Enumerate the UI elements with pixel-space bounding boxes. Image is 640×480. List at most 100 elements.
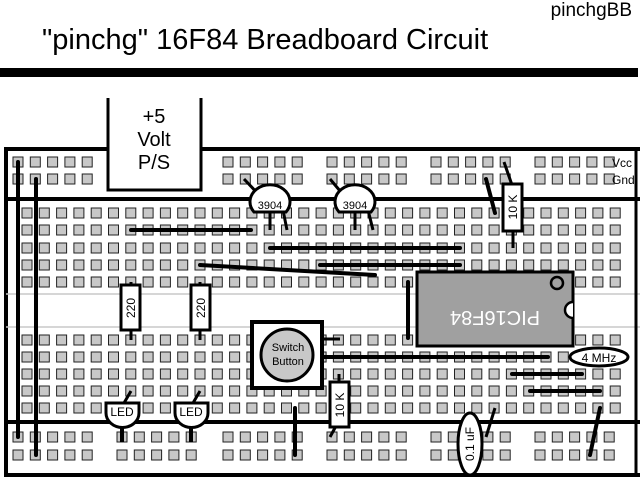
breadboard-hole [246, 276, 258, 288]
breadboard-hole [603, 431, 615, 443]
capacitor-0-1uf: 0.1 uF [456, 407, 497, 477]
breadboard-hole [315, 224, 327, 236]
breadboard-hole [81, 156, 93, 168]
breadboard-hole [586, 173, 598, 185]
breadboard-hole [419, 224, 431, 236]
breadboard-hole [534, 431, 546, 443]
resistor-label: 10 K [333, 393, 347, 418]
breadboard-hole [177, 368, 189, 380]
breadboard-hole [488, 224, 500, 236]
breadboard-hole [116, 449, 128, 461]
breadboard-hole [274, 173, 286, 185]
chip-label: PIC16F84 [450, 306, 540, 328]
breadboard-hole [465, 156, 477, 168]
transistor-3904-a: 3904 [242, 177, 292, 231]
breadboard-hole [350, 385, 362, 397]
breadboard-hole [557, 224, 569, 236]
breadboard-hole [350, 402, 362, 414]
breadboard-hole [21, 402, 33, 414]
breadboard-hole [108, 207, 119, 219]
push-switch[interactable]: Switch Button [250, 320, 340, 390]
breadboard-hole [90, 276, 102, 288]
breadboard-hole [569, 449, 581, 461]
breadboard-hole [151, 449, 163, 461]
breadboard-hole [592, 368, 604, 380]
breadboard-hole [488, 259, 500, 271]
breadboard-hole [402, 368, 414, 380]
breadboard-hole [29, 156, 41, 168]
breadboard-hole [185, 449, 197, 461]
breadboard-hole [350, 276, 362, 288]
breadboard-hole [609, 242, 621, 254]
gnd-label: Gnd [612, 173, 635, 187]
breadboard-hole [90, 242, 102, 254]
breadboard-hole [471, 259, 483, 271]
breadboard-hole [125, 207, 137, 219]
breadboard-hole [38, 242, 50, 254]
breadboard-hole [56, 276, 68, 288]
breadboard-hole [21, 368, 33, 380]
breadboard-hole [142, 259, 154, 271]
breadboard-hole [384, 368, 396, 380]
diagram-id: pinchgBB [550, 0, 632, 21]
breadboard-hole [378, 431, 390, 443]
breadboard-hole [326, 449, 338, 461]
breadboard-hole [159, 368, 171, 380]
breadboard-hole [125, 259, 137, 271]
breadboard-hole [395, 173, 407, 185]
breadboard-hole [38, 402, 50, 414]
breadboard-hole [47, 431, 59, 443]
breadboard-hole [557, 207, 569, 219]
breadboard-hole [229, 207, 241, 219]
breadboard-hole [108, 276, 119, 288]
breadboard-hole [211, 334, 223, 346]
breadboard-hole [523, 224, 535, 236]
breadboard-hole [56, 385, 68, 397]
breadboard-hole [609, 334, 621, 346]
breadboard-hole [402, 402, 414, 414]
breadboard-hole [90, 351, 102, 363]
breadboard-hole [361, 449, 373, 461]
breadboard-hole [281, 276, 292, 288]
breadboard-hole [211, 385, 223, 397]
breadboard-hole [263, 276, 275, 288]
breadboard-hole [419, 402, 431, 414]
led-label: LED [110, 405, 134, 419]
breadboard-hole [540, 224, 552, 236]
breadboard-hole [603, 156, 615, 168]
breadboard-hole [281, 402, 292, 414]
crystal-label: 4 MHz [582, 351, 617, 365]
transistor-label: 3904 [258, 200, 282, 212]
breadboard-hole [430, 173, 442, 185]
breadboard-hole [454, 224, 465, 236]
breadboard-hole [436, 385, 448, 397]
breadboard-hole [159, 402, 171, 414]
breadboard-hole [64, 156, 76, 168]
wire [588, 406, 602, 457]
breadboard-hole [159, 351, 171, 363]
breadboard-hole [142, 207, 154, 219]
breadboard-hole [569, 156, 581, 168]
breadboard-hole [177, 385, 189, 397]
breadboard-hole [378, 156, 390, 168]
breadboard-hole [38, 207, 50, 219]
breadboard-hole [343, 449, 355, 461]
breadboard-hole [73, 207, 85, 219]
breadboard-hole [239, 431, 251, 443]
breadboard-hole [229, 276, 241, 288]
breadboard-hole [90, 259, 102, 271]
breadboard-hole [557, 259, 569, 271]
breadboard-hole [488, 242, 500, 254]
breadboard-hole [56, 402, 68, 414]
breadboard-hole [291, 156, 303, 168]
breadboard-hole [298, 402, 310, 414]
breadboard-hole [274, 449, 286, 461]
breadboard-hole [229, 351, 241, 363]
breadboard-hole [343, 156, 355, 168]
breadboard-hole [21, 334, 33, 346]
breadboard-hole [177, 351, 189, 363]
breadboard-hole [454, 207, 465, 219]
breadboard-hole [523, 207, 535, 219]
breadboard-hole [64, 431, 76, 443]
breadboard-hole [505, 259, 517, 271]
